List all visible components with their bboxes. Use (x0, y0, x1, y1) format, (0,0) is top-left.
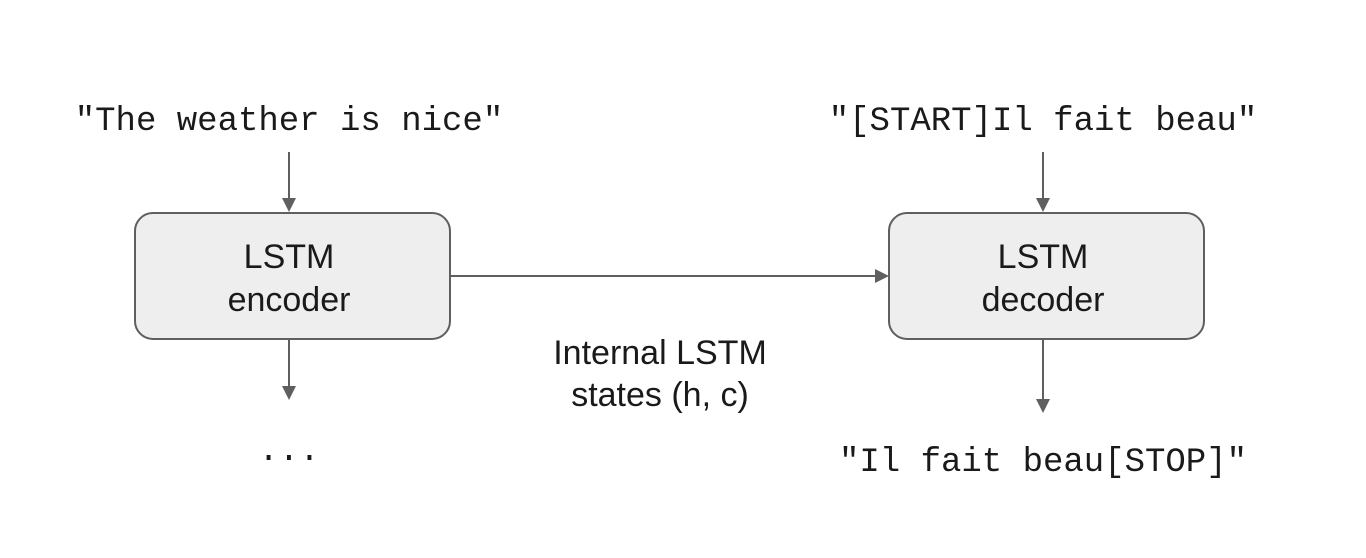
states-label-line1: Internal LSTM (553, 334, 767, 372)
decoder-input-arrow (1036, 152, 1050, 212)
states-arrow (450, 269, 889, 283)
encoder-box: LSTM encoder (134, 212, 451, 340)
decoder-box: LSTM decoder (888, 212, 1205, 340)
states-label-line2: states (h, c) (571, 376, 749, 414)
encoder-input-text: "The weather is nice" (75, 103, 503, 141)
decoder-label-line2: decoder (982, 281, 1105, 319)
encoder-output-arrow (282, 339, 296, 400)
encoder-input-arrow (282, 152, 296, 212)
encoder-label-line1: LSTM (244, 238, 335, 276)
encoder-output-text: ... (258, 433, 319, 471)
decoder-output-arrow (1036, 339, 1050, 413)
decoder-label-line1: LSTM (998, 238, 1089, 276)
decoder-output-text: "Il fait beau[STOP]" (839, 444, 1247, 482)
encoder-label-line2: encoder (228, 281, 351, 319)
decoder-input-text: "[START]Il fait beau" (829, 103, 1257, 141)
